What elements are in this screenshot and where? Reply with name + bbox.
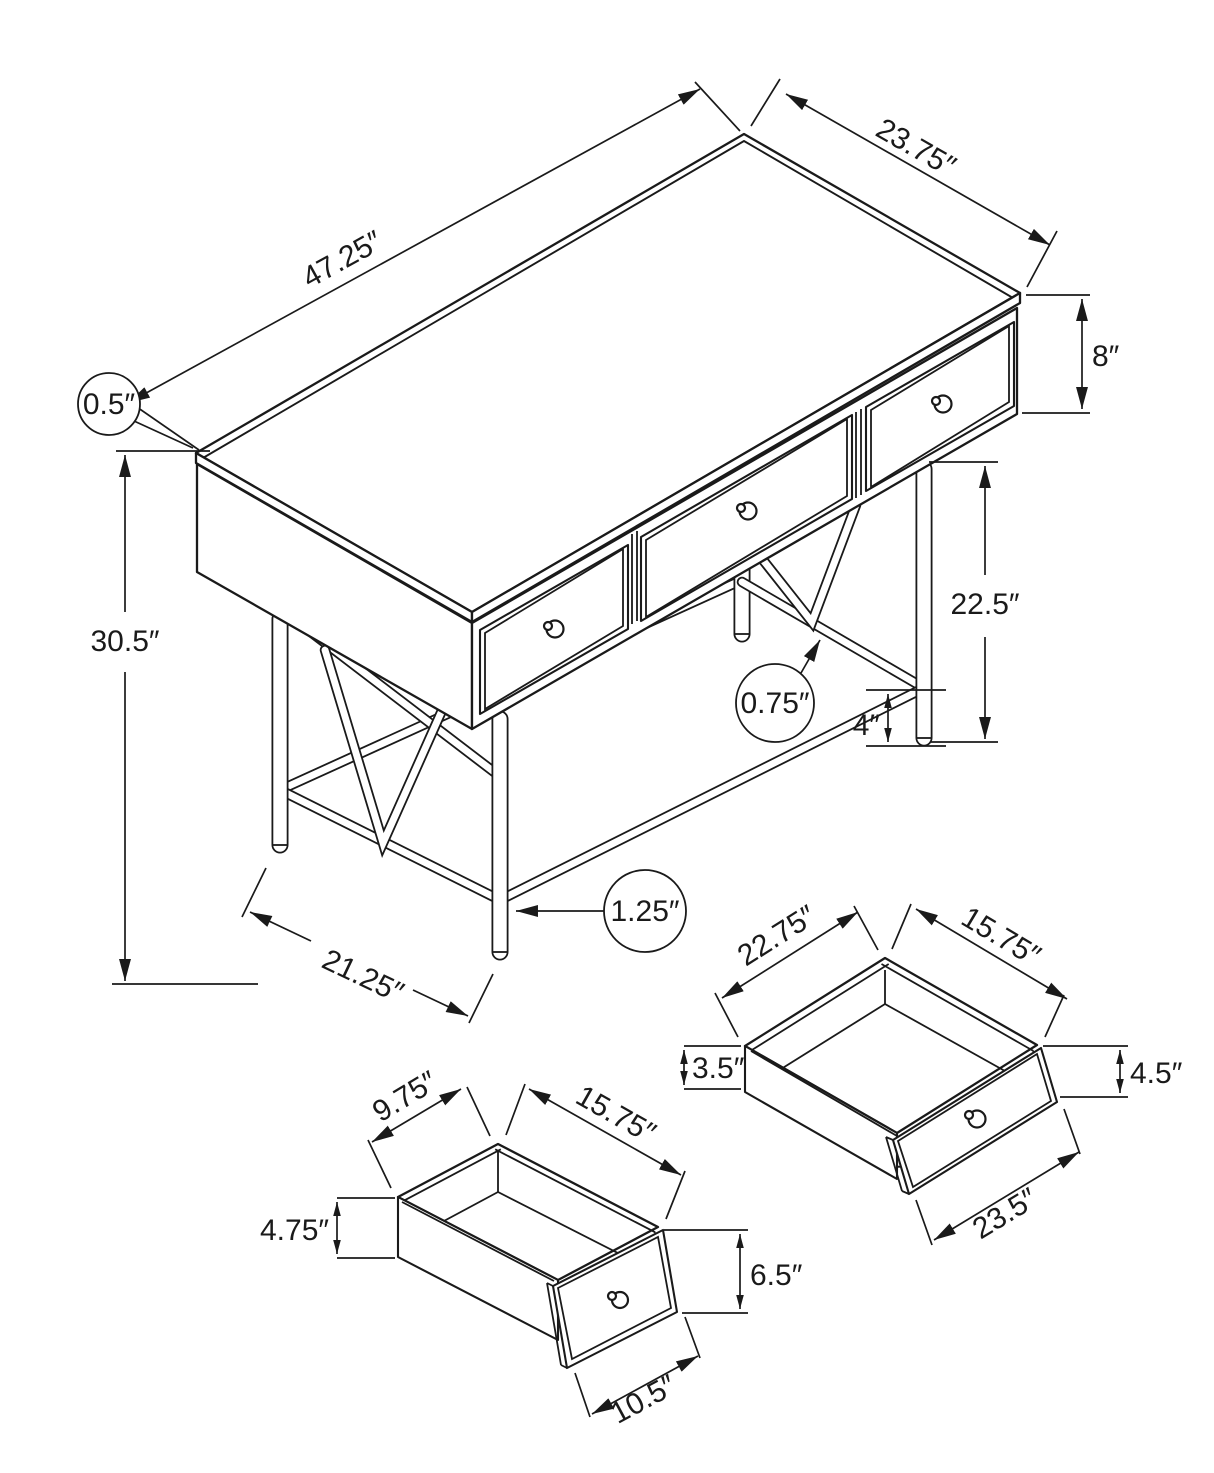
dim-label-ld-top-length: 22.75″ bbox=[732, 899, 822, 973]
dim-label-leg-height: 22.5″ bbox=[950, 588, 1019, 621]
drawer-front-left bbox=[478, 543, 630, 716]
desk-isometric-view: 47.25″ 23.75″ 8″ 30.5″ bbox=[77, 78, 1120, 1024]
dim-label-ld-back-height: 3.5″ bbox=[692, 1052, 745, 1085]
dim-label-sd-front-height: 6.5″ bbox=[750, 1259, 803, 1292]
dim-label-overall-height: 30.5″ bbox=[90, 625, 159, 658]
desk-body bbox=[195, 306, 1019, 731]
leg-left-front bbox=[491, 710, 509, 961]
small-drawer-box bbox=[396, 1142, 679, 1370]
dim-label-sd-top-length: 9.75″ bbox=[367, 1065, 443, 1129]
callout-leg-diameter: 1.25″ bbox=[516, 869, 687, 953]
drawer-front-right bbox=[864, 320, 1016, 493]
dim-label-sd-top-depth: 15.75″ bbox=[570, 1079, 661, 1150]
large-drawer-floor bbox=[752, 1002, 1032, 1169]
large-drawer-view: 22.75″ 15.75″ 3.5″ 4.5″ 23.5″ bbox=[680, 899, 1183, 1246]
leg-right-front bbox=[915, 460, 933, 747]
dim-sd-back-height: 4.75″ bbox=[260, 1197, 395, 1259]
dim-sd-front-height: 6.5″ bbox=[664, 1229, 803, 1314]
dim-label-stretcher-clearance: 4″ bbox=[853, 709, 881, 742]
large-drawer-side-wall bbox=[743, 1044, 899, 1181]
dim-label-ld-front-width: 23.5″ bbox=[967, 1182, 1043, 1246]
dim-label-sd-back-height: 4.75″ bbox=[260, 1214, 329, 1247]
small-drawer-view: 9.75″ 15.75″ 4.75″ 6.5″ 10.5″ bbox=[260, 1065, 803, 1431]
small-drawer-side-wall bbox=[396, 1195, 560, 1342]
dim-stretcher-clearance: 4″ bbox=[853, 689, 946, 747]
callout-circle-stretcher-diameter bbox=[735, 663, 815, 743]
dim-label-ld-front-height: 4.5″ bbox=[1130, 1057, 1183, 1090]
dim-label-top-length: 47.25″ bbox=[297, 224, 388, 294]
v-brace-right bbox=[757, 499, 862, 633]
dim-leg-spread: 21.25″ bbox=[241, 867, 494, 1024]
dim-ld-front-height: 4.5″ bbox=[1043, 1045, 1183, 1098]
dim-label-leg-diameter: 1.25″ bbox=[610, 895, 679, 928]
drawer-front-middle bbox=[639, 413, 854, 623]
dim-ld-back-height: 3.5″ bbox=[680, 1045, 745, 1090]
desk-top-edge-front bbox=[470, 291, 1022, 624]
small-drawer-front-panel bbox=[546, 1228, 679, 1370]
leg-left-back bbox=[271, 610, 289, 854]
dim-label-top-depth: 23.75″ bbox=[870, 112, 961, 183]
callout-stretcher-diameter: 0.75″ bbox=[735, 639, 821, 743]
dim-label-stretcher-diameter: 0.75″ bbox=[740, 687, 809, 720]
dim-overall-height: 30.5″ bbox=[90, 450, 258, 985]
dim-label-front-height: 8″ bbox=[1092, 340, 1120, 373]
dim-leg-height: 22.5″ bbox=[929, 461, 1020, 743]
callout-circle-top-thickness bbox=[77, 372, 141, 436]
drawer-dividers bbox=[631, 409, 862, 624]
v-brace-left bbox=[319, 644, 450, 859]
dim-label-sd-front-width: 10.5″ bbox=[605, 1369, 682, 1431]
dim-label-leg-spread: 21.25″ bbox=[317, 943, 409, 1010]
dim-label-top-thickness: 0.5″ bbox=[83, 388, 136, 421]
dim-label-ld-top-depth: 15.75″ bbox=[956, 901, 1047, 973]
callout-top-thickness: 0.5″ bbox=[77, 372, 194, 449]
dim-front-height: 8″ bbox=[1022, 294, 1120, 414]
large-drawer-box bbox=[743, 956, 1059, 1196]
